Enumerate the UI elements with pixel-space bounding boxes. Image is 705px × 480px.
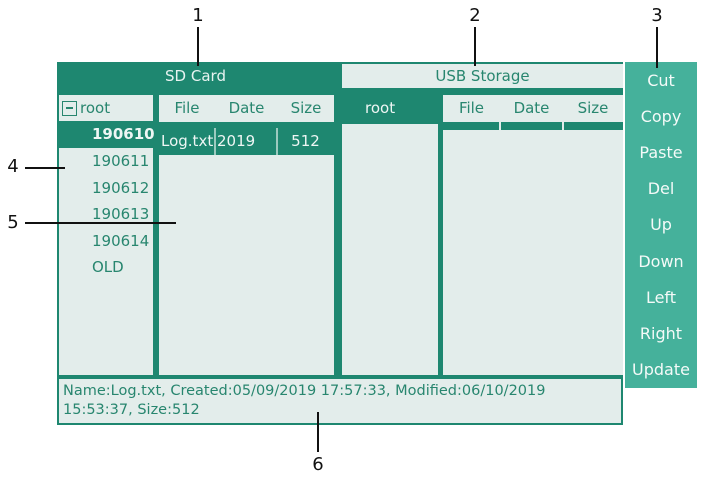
sd-file-name-cell: Log.txt <box>161 132 214 150</box>
usb-header-date: Date <box>513 99 550 117</box>
cut-button[interactable]: Cut <box>647 70 675 90</box>
sd-file-size-cell: 512 <box>291 132 320 150</box>
column-divider <box>499 122 501 131</box>
action-sidebar: Cut Copy Paste Del Up Down Left Right Up… <box>625 62 697 388</box>
sd-tree-item[interactable]: 190613 <box>92 205 150 223</box>
sd-header-file: File <box>174 99 200 117</box>
callout-3-line <box>656 27 658 68</box>
del-button[interactable]: Del <box>647 179 675 199</box>
sd-tree-item[interactable]: 190611 <box>92 152 150 170</box>
update-button[interactable]: Update <box>632 360 690 380</box>
usb-file-table-header: File Date Size <box>443 95 623 122</box>
usb-tree-panel <box>342 124 438 375</box>
callout-4-line <box>25 167 65 169</box>
sd-tree-item[interactable]: OLD <box>92 258 124 276</box>
status-line: Name:Log.txt, Created:05/09/2019 17:57:3… <box>63 383 546 399</box>
usb-storage-title: USB Storage <box>342 64 623 88</box>
column-divider <box>562 122 564 131</box>
usb-file-list-panel <box>443 130 623 375</box>
usb-header-size: Size <box>577 99 609 117</box>
sd-tree-item[interactable]: 190612 <box>92 178 150 197</box>
copy-button[interactable]: Copy <box>640 106 682 126</box>
sd-root-label: root <box>80 99 111 117</box>
callout-1-label: 1 <box>192 5 204 26</box>
sd-file-row-selected[interactable]: Log.txt 2019 15 512 <box>159 128 334 177</box>
sd-file-date-cell: 2019 15 <box>217 132 256 177</box>
sd-tree-item-selected[interactable]: 190610 <box>59 121 155 148</box>
sd-header-size: Size <box>290 99 322 117</box>
column-divider <box>276 128 278 155</box>
usb-tree-root-selected[interactable]: root <box>342 95 438 122</box>
left-button[interactable]: Left <box>645 287 677 307</box>
sd-tree-root-row[interactable]: root <box>59 95 153 121</box>
callout-6-line <box>317 412 319 452</box>
sd-card-title: SD Card <box>165 67 226 85</box>
callout-1-line <box>197 27 199 66</box>
callout-5-label: 5 <box>7 212 19 233</box>
status-line: 15:53:37, Size:512 <box>63 402 200 418</box>
status-bar: Name:Log.txt, Created:05/09/2019 17:57:3… <box>59 379 621 423</box>
sd-tree-item[interactable]: 190614 <box>92 231 150 250</box>
paste-button[interactable]: Paste <box>639 143 683 163</box>
callout-4-label: 4 <box>7 156 19 177</box>
callout-2-label: 2 <box>469 5 481 26</box>
callout-3-label: 3 <box>651 5 663 26</box>
up-button[interactable]: Up <box>650 215 672 235</box>
usb-header-file: File <box>458 99 485 117</box>
callout-6-label: 6 <box>312 454 324 475</box>
sd-tree-panel: 190611 190612 190613 190614 OLD <box>59 148 153 375</box>
column-divider <box>214 128 216 155</box>
sd-header-date: Date <box>228 99 265 117</box>
collapse-icon[interactable] <box>62 100 77 116</box>
sd-file-list-panel <box>159 155 334 375</box>
down-button[interactable]: Down <box>638 251 684 271</box>
callout-5-line <box>25 222 176 224</box>
sd-file-table-header: File Date Size <box>159 95 334 122</box>
callout-2-line <box>474 27 476 66</box>
right-button[interactable]: Right <box>639 324 683 344</box>
